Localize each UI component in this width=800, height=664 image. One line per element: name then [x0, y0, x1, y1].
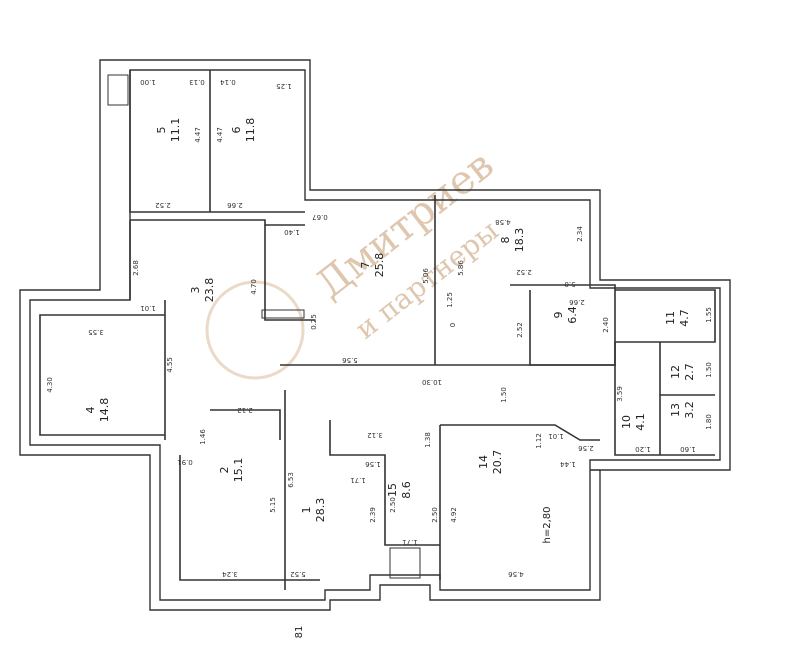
- dimension-label: 2.39: [369, 507, 377, 523]
- dimension-label: 3.12: [367, 431, 383, 439]
- dimension-label: 1.40: [284, 228, 300, 236]
- dimension-label: 5.06: [422, 268, 430, 284]
- room-10-number: 10: [620, 415, 633, 429]
- room-9-area: 6.4: [566, 306, 579, 324]
- dimension-label: 4.56: [508, 570, 524, 578]
- dimension-label: 1.60: [680, 445, 696, 453]
- room-7-area: 25.8: [373, 253, 386, 278]
- dimension-label: 2.66: [227, 201, 243, 209]
- bottom-mark: 81: [294, 626, 305, 639]
- dimension-label: 2.50: [389, 497, 397, 513]
- dimension-label: 0.13: [189, 78, 205, 86]
- interior-walls: [39, 70, 716, 590]
- dimension-label: 1.50: [500, 387, 508, 403]
- dimension-label: 1.01: [548, 432, 564, 440]
- dimension-label: 0: [449, 323, 457, 327]
- dimension-label: 0.14: [220, 78, 236, 86]
- dimension-label: 2.52: [516, 268, 532, 276]
- dimension-label: 0.25: [310, 314, 318, 330]
- dimension-label: 2.56: [578, 444, 594, 452]
- room-7-number: 7: [359, 262, 372, 269]
- room-14-area: 20.7: [491, 450, 504, 475]
- dimension-label: 4.70: [250, 279, 258, 295]
- dimension-label: 2.52: [516, 322, 524, 338]
- dimension-label: 2.34: [576, 226, 584, 242]
- room-5-number: 5: [155, 127, 168, 134]
- room-2-area: 15.1: [232, 458, 245, 483]
- room-1-number: 1: [300, 507, 313, 514]
- room-9-number: 9: [552, 312, 565, 319]
- dimension-label: 5.15: [269, 497, 277, 513]
- room-5-area: 11.1: [169, 118, 182, 143]
- dimension-label: 2.66: [569, 298, 585, 306]
- dimension-label: 4.92: [450, 507, 458, 523]
- dimension-label: 1.80: [705, 414, 713, 430]
- dimension-label: 4.55: [166, 357, 174, 373]
- dimension-label: 0.91: [177, 458, 193, 466]
- room-11-number: 11: [664, 311, 677, 325]
- room-8-number: 8: [499, 237, 512, 244]
- window-marks: [107, 74, 421, 579]
- room-6-area: 11.8: [244, 118, 257, 143]
- dimension-label: 1.56: [365, 460, 381, 468]
- dimension-label: 1.71: [402, 538, 418, 546]
- dimension-label: 1.38: [424, 432, 432, 448]
- dimension-label: 1.50: [705, 362, 713, 378]
- room-3-number: 3: [189, 287, 202, 294]
- dimension-label: 1.55: [705, 307, 713, 323]
- dimension-label: 2.52: [155, 201, 171, 209]
- dimension-label: 1.25: [446, 292, 454, 308]
- dimension-label: 1.01: [140, 304, 156, 312]
- dimension-label: 2.68: [132, 260, 140, 276]
- room-14-number: 14: [477, 455, 490, 469]
- room-8-area: 18.3: [513, 228, 526, 253]
- dimension-label: 2.12: [237, 406, 253, 414]
- ceiling-height: h=2,80: [542, 507, 553, 544]
- dimension-label: 4.30: [46, 377, 54, 393]
- room-13-area: 3.2: [683, 401, 696, 419]
- room-13-number: 13: [669, 403, 682, 417]
- dimension-label: 1.44: [560, 460, 576, 468]
- dimension-label: 3.24: [222, 570, 238, 578]
- room-15-number: 15: [386, 483, 399, 497]
- dimension-label: 5.86: [457, 260, 465, 276]
- dimension-label: 1.00: [140, 78, 156, 86]
- dimension-label: 5.0: [564, 280, 575, 288]
- room-15-area: 8.6: [400, 481, 413, 499]
- dimension-label: 3.59: [616, 386, 624, 402]
- dimension-label: 4.47: [216, 127, 224, 143]
- room-6-number: 6: [230, 127, 243, 134]
- dimension-label: 5.52: [290, 570, 306, 578]
- dimension-label: 1.46: [199, 429, 207, 445]
- dimension-label: 1.71: [350, 476, 366, 484]
- room-10-area: 4.1: [634, 413, 647, 431]
- watermark-seal: [205, 280, 305, 380]
- room-11-area: 4.7: [678, 309, 691, 327]
- room-1-area: 28.3: [314, 498, 327, 523]
- dimension-label: 10.30: [422, 378, 442, 386]
- dimension-label: 6.53: [287, 472, 295, 488]
- dimension-label: 4.47: [194, 127, 202, 143]
- room-12-number: 12: [669, 365, 682, 379]
- dimension-label: 2.40: [602, 317, 610, 333]
- room-4-number: 4: [84, 407, 97, 414]
- dimension-label: 4.58: [495, 218, 511, 226]
- dimension-label: 5.56: [342, 356, 358, 364]
- room-2-number: 2: [218, 467, 231, 474]
- room-12-area: 2.7: [683, 363, 696, 381]
- room-3-area: 23.8: [203, 278, 216, 303]
- room-4-area: 14.8: [98, 398, 111, 423]
- watermark: Дмитриев и партнеры: [205, 142, 505, 380]
- dimension-label: 2.50: [431, 507, 439, 523]
- dimension-labels: 1.00 0.13 0.14 1.25 4.47 4.47 2.52 2.66 …: [46, 78, 713, 578]
- dimension-label: 0.67: [312, 213, 328, 221]
- dimension-label: 1.20: [635, 445, 651, 453]
- dimension-label: 1.12: [535, 433, 543, 449]
- dimension-label: 1.25: [276, 82, 292, 90]
- dimension-label: 3.55: [88, 328, 104, 336]
